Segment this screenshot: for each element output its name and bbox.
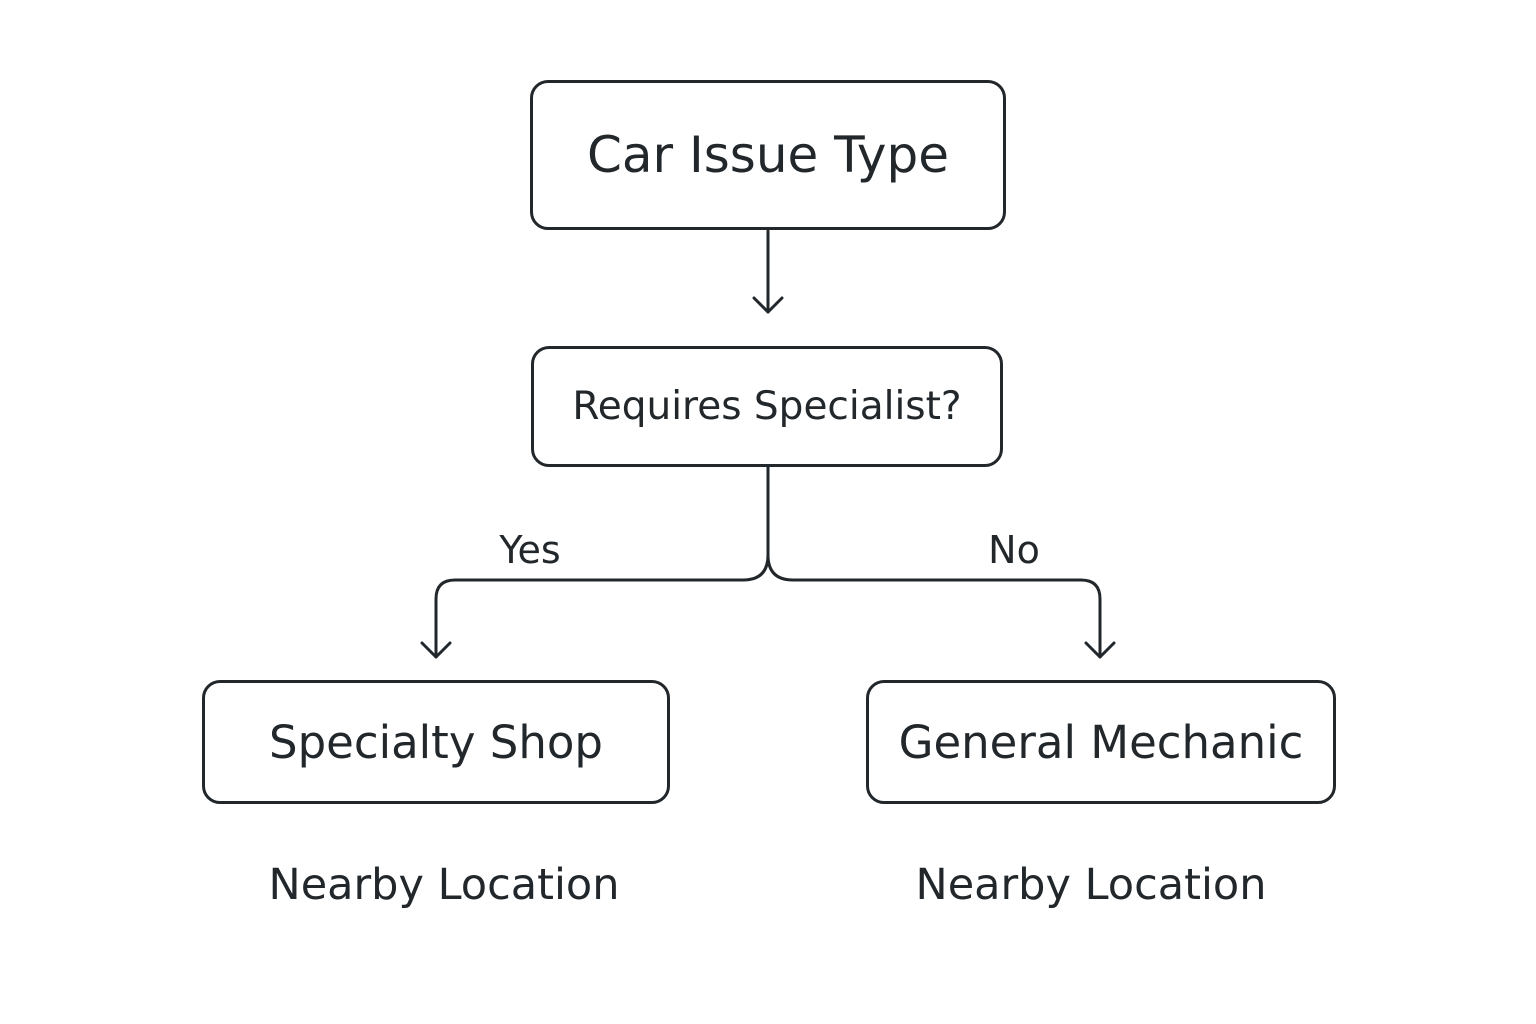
node-general-mechanic: General Mechanic (866, 680, 1336, 804)
caption-nearby-location-right: Nearby Location (915, 860, 1267, 910)
node-yes-label: Specialty Shop (269, 715, 603, 769)
caption-nearby-location-left: Nearby Location (268, 860, 620, 910)
node-root-label: Car Issue Type (586, 126, 950, 184)
arrow-decision-to-yes (434, 465, 770, 659)
node-decision-label: Requires Specialist? (572, 384, 962, 429)
edge-label-yes: Yes (499, 528, 561, 572)
arrow-decision-to-no (766, 553, 1102, 659)
node-requires-specialist: Requires Specialist? (531, 346, 1003, 467)
arrowhead-no (1084, 641, 1116, 659)
node-car-issue-type: Car Issue Type (530, 80, 1006, 230)
edge-label-no: No (988, 528, 1040, 572)
arrowhead-yes (420, 641, 452, 659)
node-specialty-shop: Specialty Shop (202, 680, 670, 804)
arrowhead-root-to-decision (752, 296, 784, 314)
node-no-label: General Mechanic (898, 715, 1304, 769)
